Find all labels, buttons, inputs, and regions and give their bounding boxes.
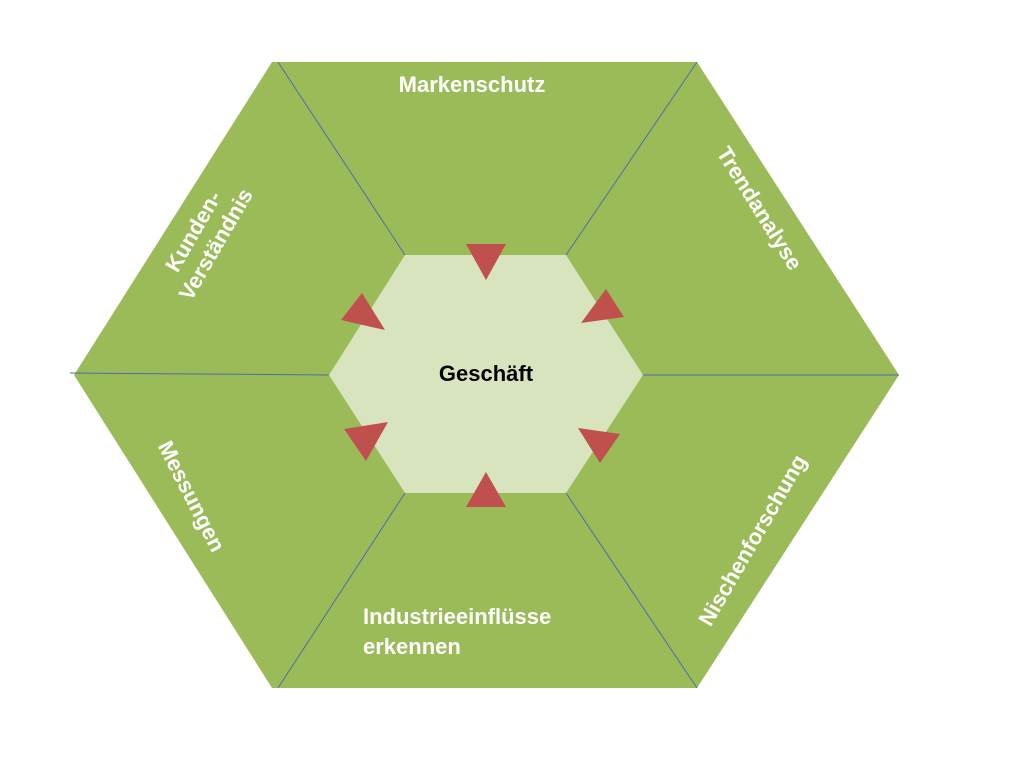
center-hexagon xyxy=(329,255,643,493)
center-label: Geschäft xyxy=(439,361,534,386)
divider-bottom-right xyxy=(565,492,698,689)
segment-label-bottom-line2: erkennen xyxy=(363,634,461,659)
arrow-from-top-right xyxy=(581,289,624,323)
segment-label-top: Markenschutz xyxy=(399,72,546,97)
divider-bottom-left xyxy=(277,492,406,689)
divider-left xyxy=(69,372,330,376)
segment-label-bottom-line1: Industrieeinflüsse xyxy=(363,604,551,629)
arrow-from-bottom-left xyxy=(344,422,388,461)
arrow-from-bottom xyxy=(466,472,506,507)
divider-top-right xyxy=(565,61,698,256)
arrow-from-top-left xyxy=(341,293,385,330)
arrow-from-top xyxy=(466,244,506,280)
arrow-from-bottom-right xyxy=(578,428,620,463)
divider-top-left xyxy=(277,61,406,256)
